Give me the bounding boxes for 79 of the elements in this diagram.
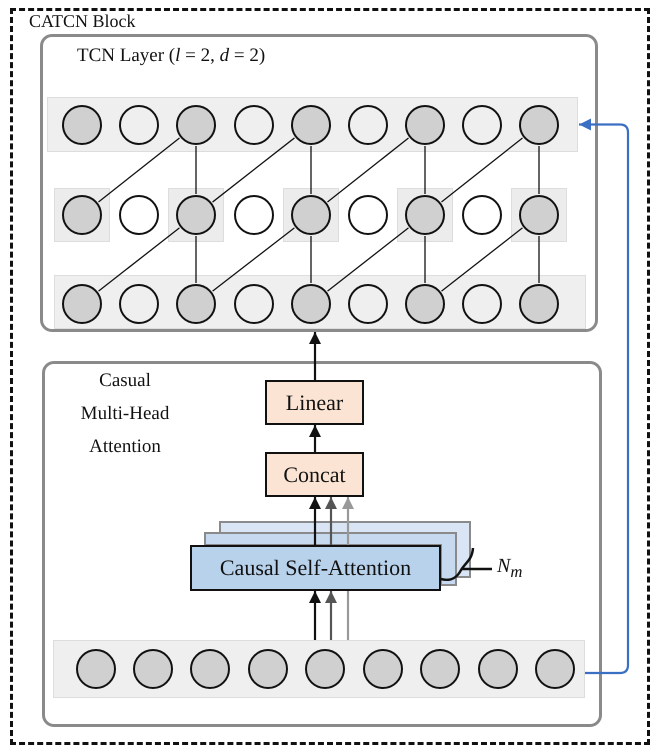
neuron-circle bbox=[348, 195, 388, 235]
panel-title: TCN Layer (l = 2, d = 2) bbox=[77, 44, 266, 68]
neuron-circle bbox=[478, 649, 518, 689]
arrow bbox=[309, 425, 321, 452]
neuron-circle bbox=[234, 195, 274, 235]
attention-box: Causal Self-Attention bbox=[190, 545, 441, 591]
connector-line bbox=[441, 227, 523, 292]
neuron-circle bbox=[176, 284, 216, 324]
connector-line bbox=[195, 146, 197, 194]
neuron-circle bbox=[363, 649, 403, 689]
neuron-circle bbox=[234, 284, 274, 324]
neuron-circle bbox=[405, 284, 445, 324]
neuron-circle bbox=[119, 105, 159, 145]
arrow bbox=[309, 332, 321, 380]
connector-line bbox=[441, 138, 523, 202]
connector-line bbox=[327, 138, 409, 202]
neuron-circle bbox=[62, 195, 102, 235]
neuron-circle bbox=[519, 195, 559, 235]
neuron-circle bbox=[462, 195, 502, 235]
neuron-circle bbox=[420, 649, 460, 689]
block-title: CATCN Block bbox=[29, 11, 136, 33]
neuron-circle bbox=[462, 284, 502, 324]
repeat-count-label: N$_{m}$ bbox=[497, 555, 522, 582]
panel-title: Casual Multi-Head Attention bbox=[80, 369, 170, 459]
connector-line bbox=[538, 236, 540, 283]
neuron-circle bbox=[348, 284, 388, 324]
layer-panel bbox=[40, 34, 598, 332]
arrow bbox=[342, 497, 354, 545]
neuron-circle bbox=[405, 195, 445, 235]
neuron-circle bbox=[119, 195, 159, 235]
connector-line bbox=[212, 137, 295, 203]
connector-line bbox=[310, 236, 312, 283]
neuron-circle bbox=[248, 649, 288, 689]
neuron-circle bbox=[291, 105, 331, 145]
connector-line bbox=[346, 591, 350, 640]
neuron-circle bbox=[535, 649, 575, 689]
highlight-cell bbox=[283, 188, 339, 242]
neuron-circle bbox=[519, 284, 559, 324]
neuron-circle bbox=[133, 649, 173, 689]
connector-line bbox=[310, 146, 312, 194]
neuron-circle bbox=[519, 105, 559, 145]
neuron-circle bbox=[176, 105, 216, 145]
highlight-cell bbox=[511, 188, 567, 242]
arrow bbox=[309, 497, 321, 545]
process-box: Linear bbox=[265, 380, 364, 425]
neuron-row-band bbox=[54, 275, 586, 329]
connector-line bbox=[212, 227, 295, 292]
process-box: Concat bbox=[265, 452, 364, 497]
connector-line bbox=[98, 138, 180, 202]
neuron-circle bbox=[190, 649, 230, 689]
connector-line bbox=[424, 236, 426, 283]
neuron-circle bbox=[119, 284, 159, 324]
highlight-cell bbox=[397, 188, 453, 242]
neuron-circle bbox=[234, 105, 274, 145]
connector-line bbox=[195, 236, 197, 283]
neuron-circle bbox=[291, 195, 331, 235]
neuron-circle bbox=[348, 105, 388, 145]
dashed-block-frame bbox=[10, 8, 650, 745]
connector-line bbox=[538, 146, 540, 194]
connector-line bbox=[424, 146, 426, 194]
neuron-row-band bbox=[47, 97, 578, 152]
arrow bbox=[325, 591, 337, 640]
neuron-row-band bbox=[53, 640, 585, 698]
neuron-circle bbox=[176, 195, 216, 235]
neuron-circle bbox=[62, 284, 102, 324]
neuron-circle bbox=[76, 649, 116, 689]
connector-line bbox=[327, 227, 409, 292]
arrow bbox=[579, 118, 630, 674]
highlight-cell bbox=[54, 188, 110, 242]
layer-panel bbox=[42, 361, 602, 727]
connector-line bbox=[98, 227, 180, 292]
arrow bbox=[309, 591, 321, 640]
neuron-circle bbox=[462, 105, 502, 145]
neuron-circle bbox=[405, 105, 445, 145]
arrow bbox=[325, 497, 337, 545]
neuron-circle bbox=[62, 105, 102, 145]
highlight-cell bbox=[168, 188, 224, 242]
neuron-circle bbox=[305, 649, 345, 689]
neuron-circle bbox=[291, 284, 331, 324]
